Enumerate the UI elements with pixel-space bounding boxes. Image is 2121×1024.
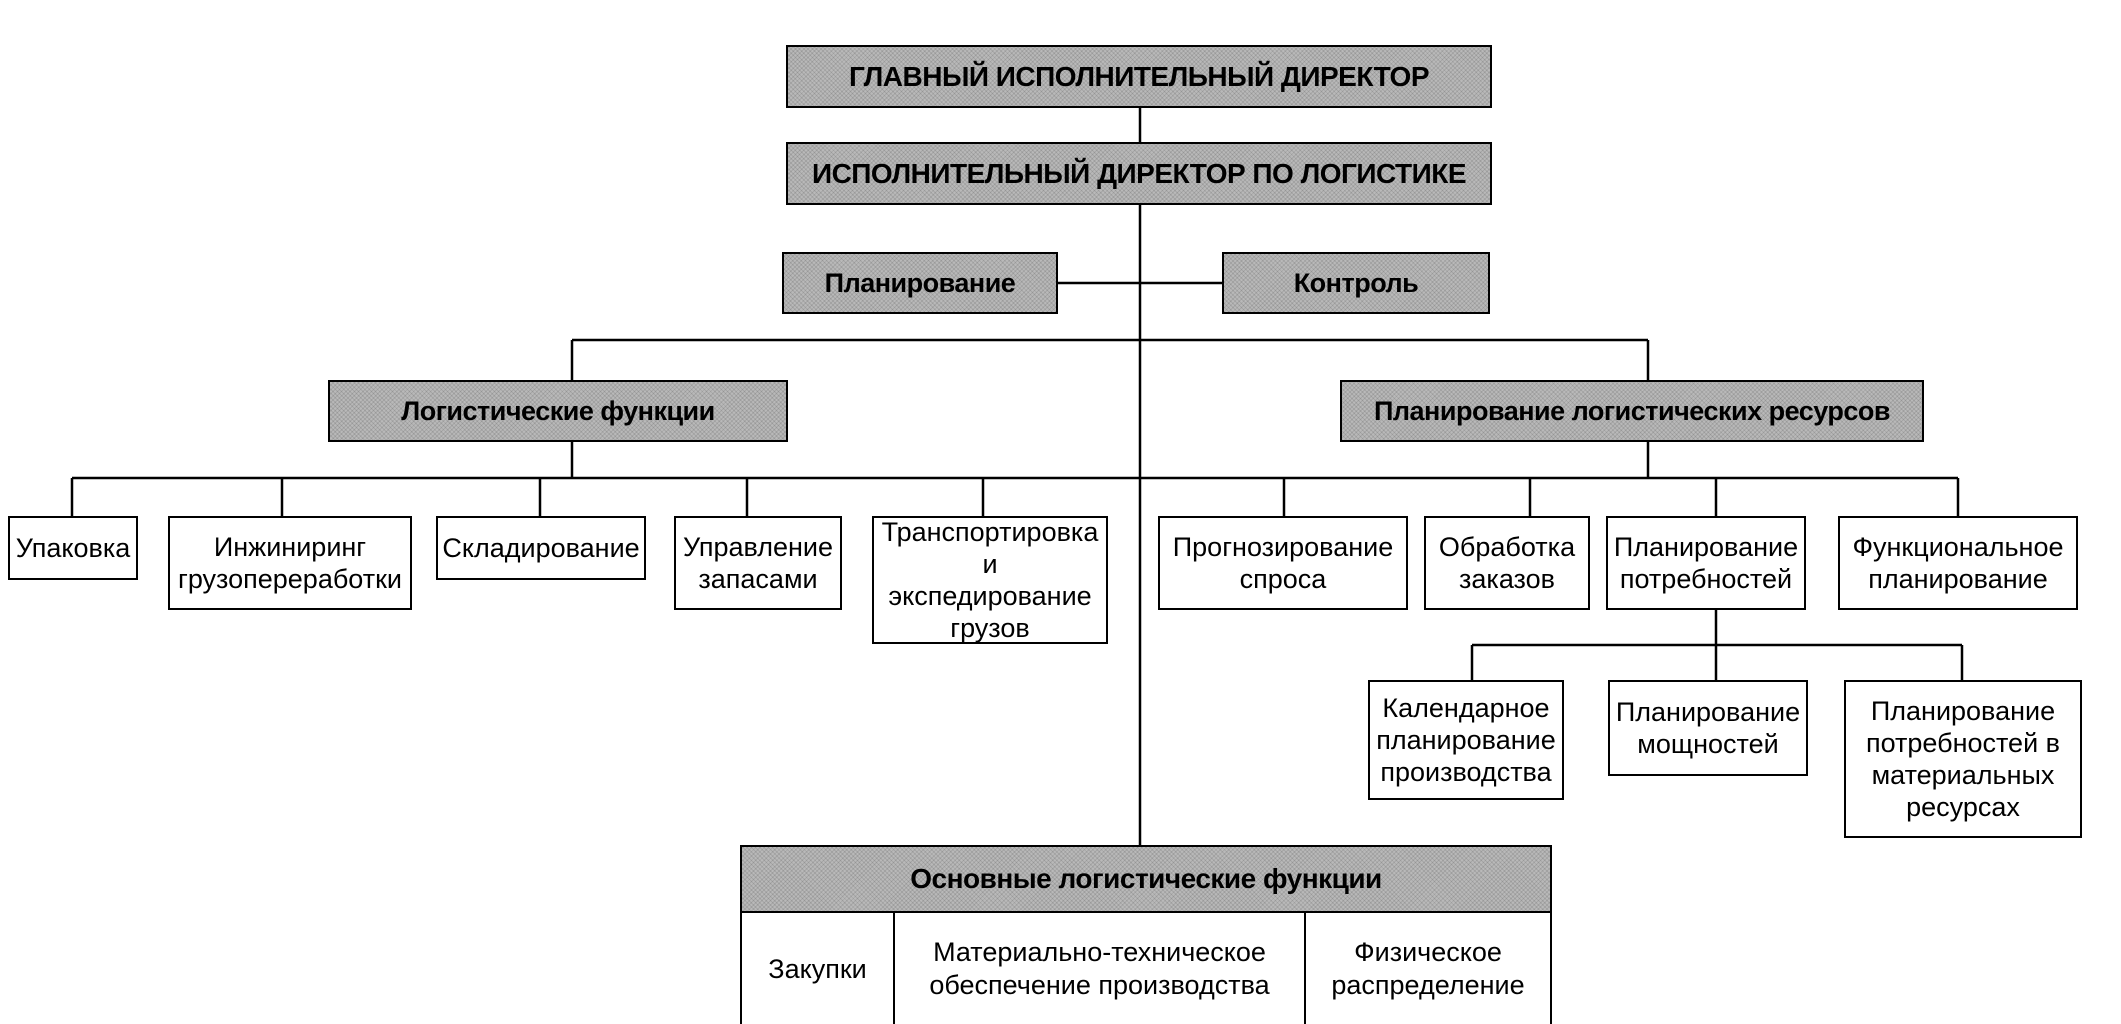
basic-function-label: Материально-техническое обеспечение прои…	[929, 937, 1270, 1000]
logistics-director-label: ИСПОЛНИТЕЛЬНЫЙ ДИРЕКТОР ПО ЛОГИСТИКЕ	[811, 157, 1467, 189]
function-label: Инжиниринг грузопереработки	[177, 532, 402, 594]
resource-label: Прогнозирование спроса	[1172, 532, 1394, 594]
logistics-director-box: ИСПОЛНИТЕЛЬНЫЙ ДИРЕКТОР ПО ЛОГИСТИКЕ	[786, 142, 1492, 205]
resource-planning-label: Планирование логистических ресурсов	[1373, 396, 1891, 426]
resource-label: Планирование потребностей	[1613, 532, 1799, 594]
function-box-packaging: Упаковка	[8, 516, 138, 580]
ceo-label: ГЛАВНЫЙ ИСПОЛНИТЕЛЬНЫЙ ДИРЕКТОР	[848, 60, 1430, 92]
control-box: Контроль	[1222, 252, 1490, 314]
resource-box-demand-forecasting: Прогнозирование спроса	[1158, 516, 1408, 610]
function-box-cargo-engineering: Инжиниринг грузопереработки	[168, 516, 412, 610]
function-box-inventory: Управление запасами	[674, 516, 842, 610]
resource-box-needs-planning: Планирование потребностей	[1606, 516, 1806, 610]
planning-label: Планирование	[824, 268, 1016, 298]
basic-function-label: Закупки	[768, 953, 867, 984]
function-label: Упаковка	[15, 533, 131, 563]
planning-box: Планирование	[782, 252, 1058, 314]
basic-functions-title: Основные логистические функции	[740, 845, 1552, 913]
resource-label: Функциональное планирование	[1852, 532, 2064, 594]
resource-box-functional-planning: Функциональное планирование	[1838, 516, 2078, 610]
needs-box-production-scheduling: Календарное планирование производства	[1368, 680, 1564, 800]
needs-label: Планирование потребностей в материальных…	[1865, 696, 2061, 822]
basic-function-distribution: Физическое распределение	[1304, 911, 1552, 1024]
function-box-transport: Транспортировка и экспедирование грузов	[872, 516, 1108, 644]
resource-label: Обработка заказов	[1438, 532, 1576, 594]
resource-planning-box: Планирование логистических ресурсов	[1340, 380, 1924, 442]
logistic-functions-label: Логистические функции	[401, 396, 715, 426]
basic-function-production-supply: Материально-техническое обеспечение прои…	[893, 911, 1306, 1024]
function-label: Транспортировка и экспедирование грузов	[881, 517, 1099, 643]
logistic-functions-box: Логистические функции	[328, 380, 788, 442]
function-box-warehousing: Складирование	[436, 516, 646, 580]
function-label: Складирование	[442, 533, 640, 563]
ceo-box: ГЛАВНЫЙ ИСПОЛНИТЕЛЬНЫЙ ДИРЕКТОР	[786, 45, 1492, 108]
needs-label: Календарное планирование производства	[1376, 693, 1556, 787]
basic-function-label: Физическое распределение	[1331, 937, 1525, 1000]
basic-functions-title-label: Основные логистические функции	[910, 863, 1382, 894]
control-label: Контроль	[1293, 268, 1419, 298]
needs-box-capacity-planning: Планирование мощностей	[1608, 680, 1808, 776]
resource-box-order-processing: Обработка заказов	[1424, 516, 1590, 610]
needs-box-material-requirements: Планирование потребностей в материальных…	[1844, 680, 2082, 838]
function-label: Управление запасами	[682, 532, 834, 594]
basic-function-purchasing: Закупки	[740, 911, 895, 1024]
needs-label: Планирование мощностей	[1615, 697, 1801, 759]
